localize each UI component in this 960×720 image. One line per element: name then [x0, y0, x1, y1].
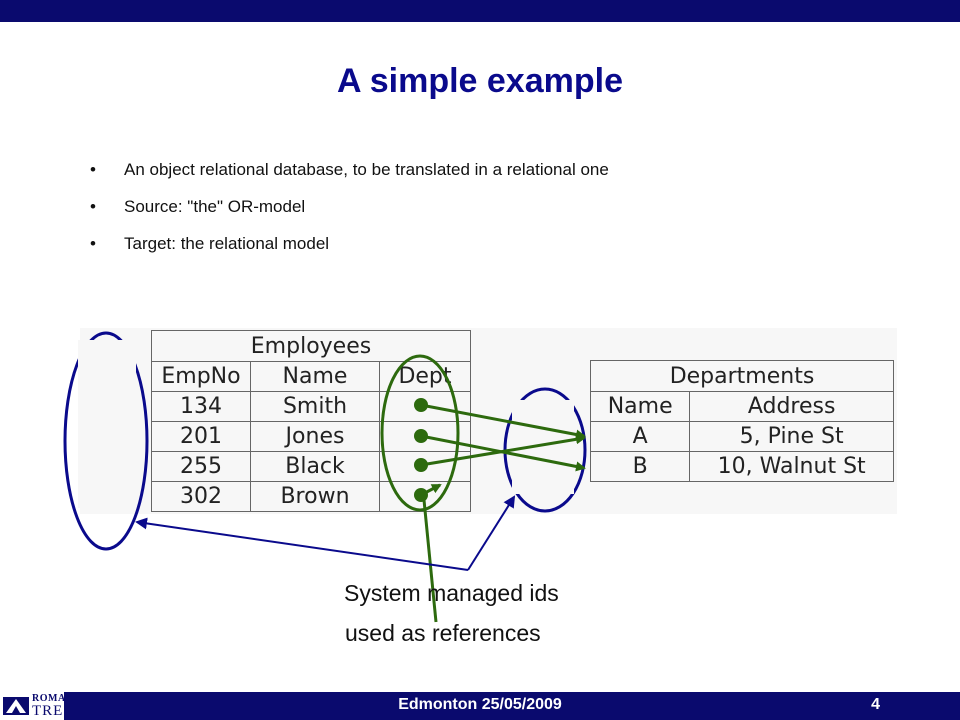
name-cell: Brown: [250, 481, 380, 512]
university-logo: ROMA TRE: [0, 692, 66, 720]
references-ellipse: [380, 354, 460, 512]
left-id-area: [78, 340, 136, 508]
logo-text-top: ROMA: [32, 693, 66, 704]
page-number: 4: [871, 696, 880, 713]
address-cell: 10, Walnut St: [689, 451, 894, 482]
table-row: 255 Black: [151, 451, 471, 482]
column-header-name: Name: [589, 391, 691, 422]
name-cell: Black: [250, 451, 380, 482]
bullet-item: • An object relational database, to be tr…: [90, 160, 609, 197]
table-row: 302 Brown: [151, 481, 471, 512]
bullet-text: Source: "the" OR-model: [124, 197, 306, 216]
bullet-item: • Source: "the" OR-model: [90, 197, 609, 234]
bullet-item: • Target: the relational model: [90, 234, 609, 271]
reference-arrow: [420, 483, 442, 497]
annotation-line-2: used as references: [345, 620, 541, 646]
empno-cell: 134: [151, 391, 251, 422]
reference-arrow: [420, 403, 586, 440]
bullet-icon: •: [90, 234, 96, 253]
caption-pointer: [422, 499, 438, 623]
bullet-icon: •: [90, 160, 96, 179]
bullet-text: An object relational database, to be tra…: [124, 160, 609, 179]
annotation-line-1: System managed ids: [344, 580, 559, 606]
logo-text-bottom: TRE: [32, 703, 64, 719]
employees-table: Employees EmpNo Name Dept 134 Smith 201 …: [151, 330, 471, 512]
name-cell: Smith: [250, 391, 380, 422]
table-row: B 10, Walnut St: [589, 451, 894, 482]
empno-cell: 201: [151, 421, 251, 452]
bullet-icon: •: [90, 197, 96, 216]
reference-arrow: [420, 434, 586, 467]
empno-cell: 255: [151, 451, 251, 482]
bullet-list: • An object relational database, to be tr…: [90, 160, 609, 271]
column-header-address: Address: [689, 391, 894, 422]
caption-pointer: [135, 517, 469, 571]
departments-caption: Departments: [590, 360, 894, 392]
empno-cell: 302: [151, 481, 251, 512]
top-banner: [0, 0, 960, 22]
departments-table: Departments Name Address A 5, Pine St B …: [589, 360, 894, 482]
employee-ids-ellipse: [63, 331, 149, 551]
footer-bar: ROMA TRE Edmonton 25/05/2009 4: [0, 692, 960, 720]
caption-pointer: [467, 495, 516, 571]
footer-location-date: Edmonton 25/05/2009: [398, 696, 562, 713]
dept-name-cell: B: [589, 451, 691, 482]
slide-title: A simple example: [337, 62, 623, 100]
logo-icon: [3, 697, 29, 715]
bullet-text: Target: the relational model: [124, 234, 330, 253]
